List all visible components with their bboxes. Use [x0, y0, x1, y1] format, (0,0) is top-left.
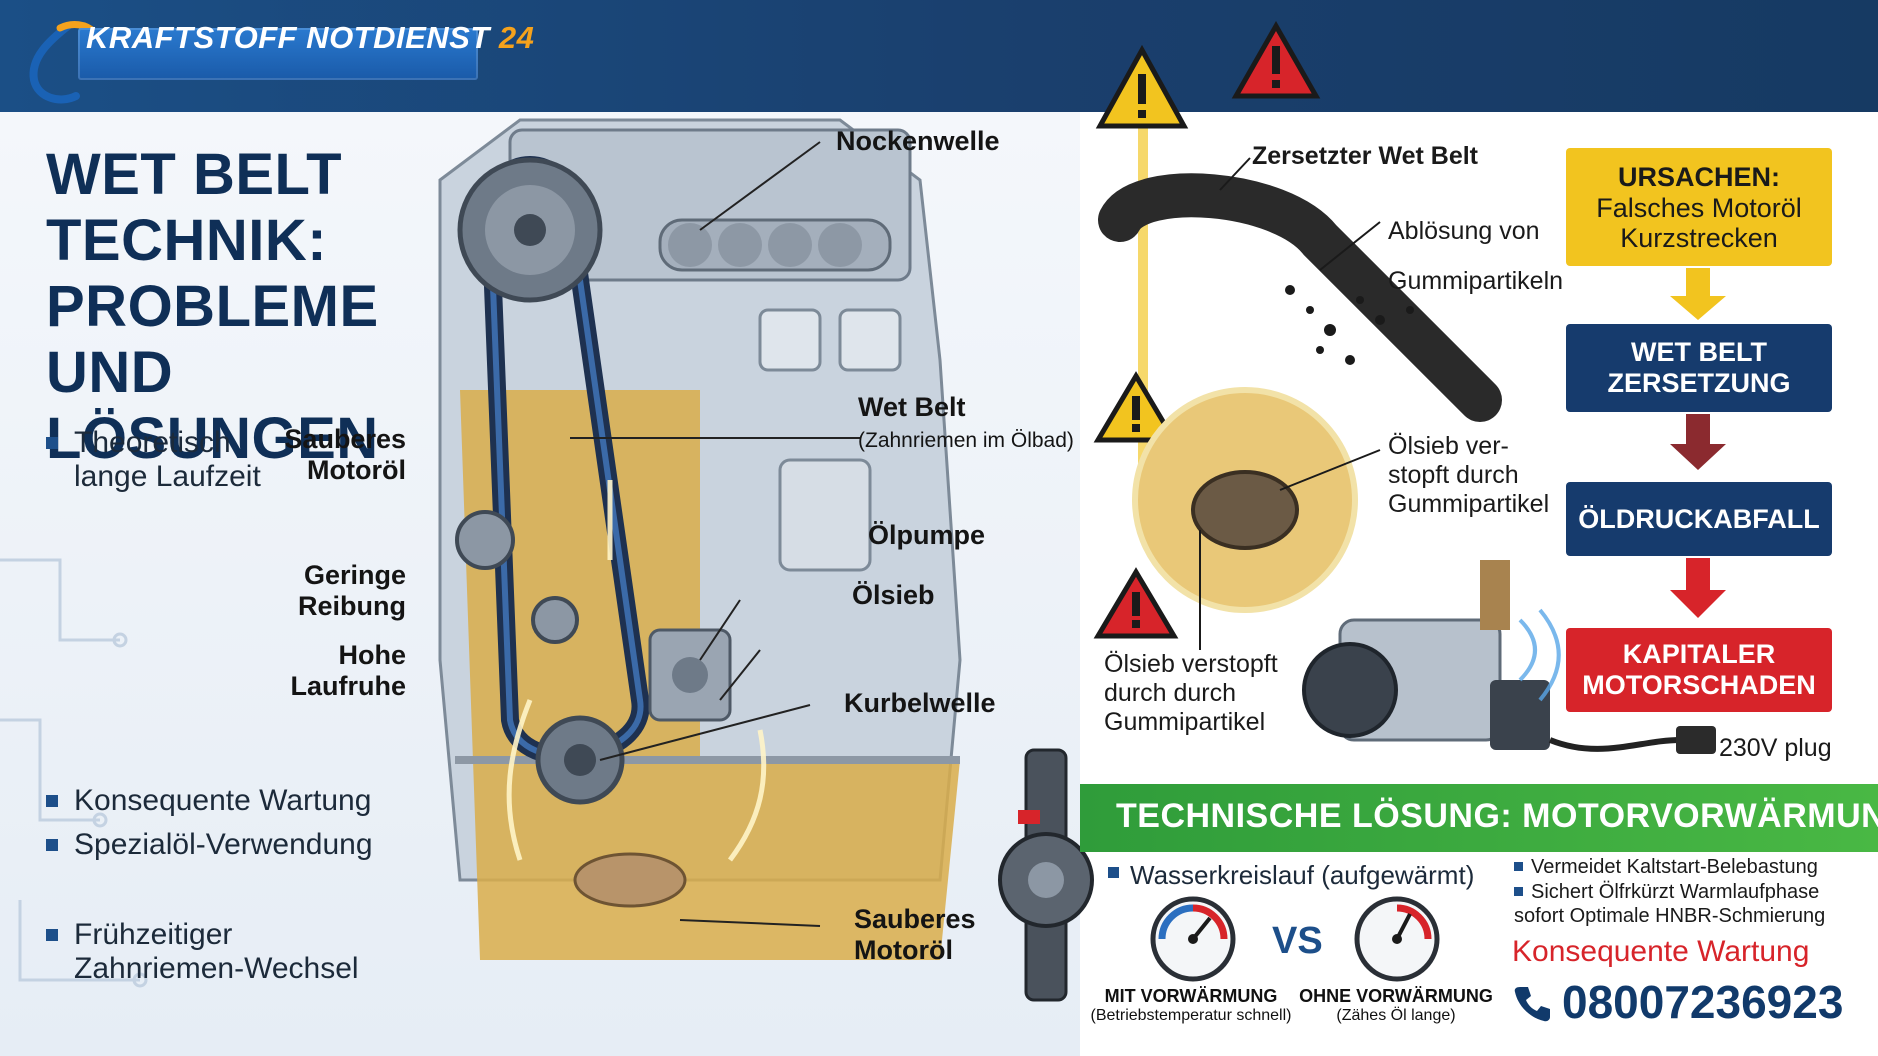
caption-with-preheat: MIT VORWÄRMUNG (Betriebstemperatur schne… — [1090, 986, 1292, 1024]
title-line-2: TECHNIK: — [46, 208, 328, 273]
gauge-warm-icon — [1150, 896, 1236, 982]
step-oil-pressure-drop: ÖLDRUCKABFALL — [1566, 482, 1832, 556]
brand-name-number: 24 — [498, 20, 535, 55]
cause-line: Falsches Motoröl — [1596, 192, 1802, 223]
tensioner-pulley-icon — [531, 596, 579, 644]
benefit-2: Sichert Ölfrkürzt Warmlaufphase — [1514, 880, 1819, 904]
bullet-square-icon — [46, 437, 58, 449]
oil-bath — [460, 390, 960, 960]
brand-name: KRAFTSTOFF NOTDIENST 24 — [86, 20, 534, 56]
rubber-particles — [1285, 285, 1414, 365]
cause-box: URSACHEN: Falsches Motoröl Kurzstrecken — [1566, 148, 1832, 266]
label-degraded-belt: Zersetzter Wet Belt — [1252, 142, 1478, 170]
caption-without-preheat: OHNE VORWÄRMUNG (Zähes Öl lange) — [1299, 986, 1493, 1024]
bullet-maintenance: Konsequente Wartung — [46, 784, 426, 820]
label-oil-strainer: Ölsieb — [852, 580, 935, 610]
bullet-square-icon — [46, 929, 58, 941]
clogged-strainer-icon — [1191, 470, 1299, 550]
engine-preheater-icon — [1302, 560, 1716, 754]
brand-logo — [20, 18, 478, 104]
bullet-square-icon — [1514, 887, 1523, 896]
label-crankshaft: Kurbelwelle — [844, 688, 996, 718]
benefit-3: sofort Optimale HNBR-Schmierung — [1514, 905, 1826, 927]
bullet-square-icon — [46, 795, 58, 807]
bullet-square-icon — [46, 839, 58, 851]
warning-icon — [1095, 44, 1189, 129]
solution-banner-title: TECHNISCHE LÖSUNG: MOTORVORWÄRMUNG — [1116, 797, 1878, 835]
maintenance-cta: Konsequente Wartung — [1512, 935, 1810, 968]
right-leader-lines — [1199, 157, 1381, 650]
leader-lines — [570, 141, 860, 927]
bullet-text: Konsequente Wartung — [74, 784, 372, 817]
oil-strainer-icon — [573, 852, 687, 908]
idler-pulley-icon — [455, 510, 515, 570]
cause-title: URSACHEN: — [1618, 161, 1780, 192]
crank-sprocket-icon — [535, 715, 625, 805]
flow-arrows — [1670, 268, 1726, 618]
title-line-3: PROBLEME — [46, 274, 379, 339]
engine-illustration — [438, 118, 962, 960]
label-oil-pump: Ölpumpe — [868, 520, 986, 550]
label-plug: 230V plug — [1719, 734, 1832, 762]
oil-flow-arrows — [506, 480, 767, 862]
label-wet-belt: Wet Belt(Zahnriemen im Ölbad) — [858, 392, 1074, 452]
phone-icon — [1514, 987, 1550, 1022]
bullet-square-icon — [1514, 862, 1523, 871]
title-line-4: UND LÖSUNGEN — [46, 340, 379, 471]
benefit-1: Vermeidet Kaltstart-Belebastung — [1514, 855, 1818, 879]
warning-icon — [1093, 567, 1179, 639]
bullet-special-oil: Spezialöl-Verwendung — [46, 828, 426, 864]
bullet-text: Wasserkreislauf (aufgewärmt) — [1130, 860, 1475, 890]
cam-sprocket-icon — [457, 157, 603, 303]
warning-icon — [1231, 20, 1321, 99]
bullet-water-circuit: Wasserkreislauf (aufgewärmt) — [1108, 858, 1488, 890]
brand-plate — [78, 28, 478, 80]
gauge-cold-icon — [1354, 896, 1440, 982]
circuit-decoration — [0, 558, 148, 988]
main-title: WET BELT TECHNIK: PROBLEME UND LÖSUNGEN — [46, 142, 466, 472]
label-camshaft: Nockenwelle — [836, 126, 1000, 156]
piston-icon — [778, 458, 872, 572]
phone-number[interactable]: 08007236923 — [1562, 976, 1844, 1028]
solution-banner — [1080, 784, 1878, 852]
camshaft-icon — [658, 218, 892, 272]
warning-line — [1138, 110, 1148, 490]
vs-label: VS — [1272, 920, 1323, 962]
bullet-square-icon — [1108, 867, 1119, 878]
problem-illustrations — [1093, 20, 1726, 754]
brand-name-main: KRAFTSTOFF NOTDIENST — [86, 20, 490, 55]
oil-pump-icon — [648, 628, 732, 722]
cause-line: Kurzstrecken — [1620, 222, 1778, 253]
title-line-1: WET BELT — [46, 142, 343, 207]
bullet-text: Spezialöl-Verwendung — [74, 828, 373, 861]
warning-icon — [1093, 371, 1179, 443]
intake-ports — [758, 308, 902, 372]
degraded-belt-icon — [1098, 173, 1502, 422]
water-pump-icon — [998, 748, 1094, 1002]
plug-icon — [1676, 726, 1716, 754]
